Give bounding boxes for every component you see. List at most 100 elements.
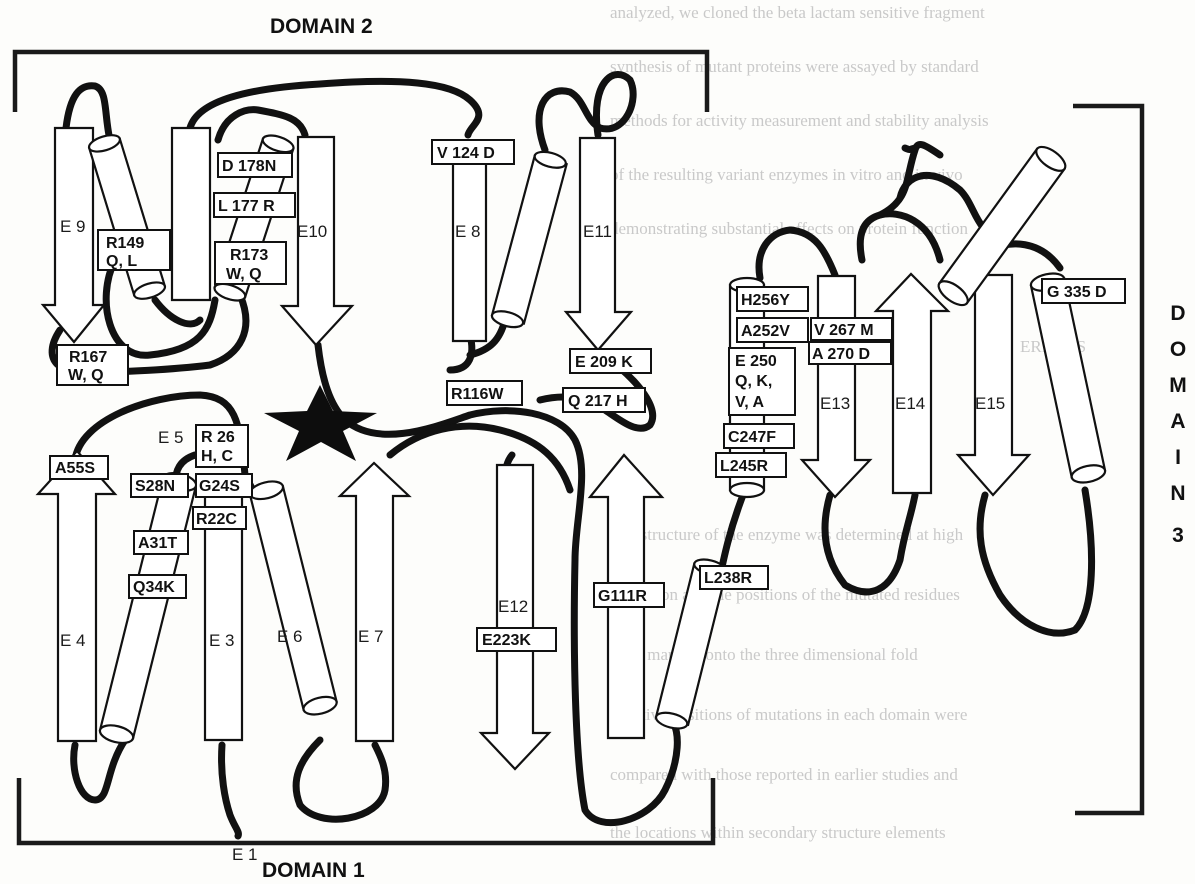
mutation-text: A 270 D [812,346,870,363]
domain3-letter: I [1175,446,1181,469]
mutation-line: R173 [230,247,268,264]
mutation-text: G111R [598,588,647,605]
strand-e-unlabeled-d2 [172,128,210,300]
strand-e15 [958,275,1029,495]
mutation-d178n: D 178N [218,153,292,177]
strand-label-e12: E12 [498,597,528,616]
strand-e8 [453,160,486,341]
mutation-q217h: Q 217 H [563,388,645,412]
strand-label-e7: E 7 [358,627,384,646]
domain3-letter: A [1170,410,1185,433]
mutation-q34k: Q34K [129,575,186,598]
mutation-text: A252V [741,323,790,340]
helix-r149 [87,132,167,302]
mutation-g24s: G24S [196,474,252,497]
mutation-l177r: L 177 R [214,193,295,217]
mutation-line: R149 [106,235,144,252]
strand-label-e13: E13 [820,394,850,413]
domain3-letter: D [1170,302,1185,325]
mutation-r22c: R22C [193,507,246,529]
active-site-star-icon [264,385,377,461]
strand-e11 [566,138,631,350]
mutation-text: V 267 M [814,322,874,339]
mutation-text: E 209 K [575,354,633,371]
mutation-g335d: G 335 D [1042,279,1125,303]
mutation-a31t: A31T [134,531,188,554]
helix-s28n [98,470,198,746]
domain3-letter: N [1170,482,1185,505]
mutation-line: W, Q [68,367,104,384]
mutation-line: W, Q [226,266,262,283]
mutation-text: D 178N [222,158,276,175]
strand-e4 [38,451,115,741]
mutation-a270d: A 270 D [809,342,891,364]
domain2-label: DOMAIN 2 [270,15,373,38]
strand-label-e14: E14 [895,394,925,413]
mutation-v124d: V 124 D [432,140,514,164]
mutation-e223k: E223K [477,628,556,651]
mutation-text: E223K [482,632,531,649]
mutation-text: H256Y [741,292,790,309]
helix-e6 [248,478,339,717]
domain3-letter: O [1170,338,1186,361]
mutation-r167: R167 W, Q [57,345,128,385]
mutation-r26: R 26 H, C [196,425,248,467]
mutation-text: R22C [196,511,237,528]
strand-e13 [802,276,870,497]
mutation-text: L 177 R [218,198,275,215]
mutation-a252v: A252V [737,318,808,342]
mutation-v267m: V 267 M [811,318,892,340]
domain3-label: D O M A I N 3 [1169,302,1187,547]
mutation-l245r: L245R [716,453,786,477]
mutation-s28n: S28N [131,474,188,497]
strand-label-e8: E 8 [455,222,481,241]
mutation-a55s: A55S [50,456,108,479]
mutation-e209k: E 209 K [570,349,651,373]
strand-label-e4: E 4 [60,631,86,650]
mutation-c247f: C247F [724,424,794,448]
domain3-letter: M [1169,374,1187,397]
mutation-e250: E 250 Q, K, V, A [729,348,795,415]
mutation-text: Q 217 H [568,393,628,410]
mutation-text: A31T [138,535,177,552]
mutation-line: V, A [735,394,765,411]
mutation-g111r: G111R [594,583,664,607]
mutation-text: R116W [451,386,504,403]
strand-e12 [481,465,549,769]
helix-e8-side [490,149,568,330]
strand-label-e5: E 5 [158,428,184,447]
mutation-text: A55S [55,460,95,477]
mutation-l238r: L238R [700,566,768,589]
mutation-line: R167 [69,349,107,366]
mutation-h256y: H256Y [737,287,808,311]
strand-e7 [340,463,409,741]
strand-label-e15: E15 [975,394,1005,413]
mutation-line: Q, L [106,253,137,270]
mutation-line: R 26 [201,429,235,446]
mutation-line: Q, K, [735,373,772,390]
strand-label-e10: E10 [297,222,327,241]
mutation-r149: R149 Q, L [98,230,170,270]
mutation-line: H, C [201,448,233,465]
strand-label-e1: E 1 [232,845,258,864]
strand-label-e6: E 6 [277,627,303,646]
mutation-text: V 124 D [437,145,495,162]
strand-label-e3: E 3 [209,631,235,650]
mutation-text: L245R [720,458,768,475]
mutation-r116w: R116W [447,381,522,405]
mutation-text: L238R [704,570,752,587]
domain1-label: DOMAIN 1 [262,859,365,882]
domain3-letter: 3 [1172,524,1184,547]
mutation-text: C247F [728,429,776,446]
mutation-text: G 335 D [1047,284,1107,301]
strand-e14 [876,274,948,493]
mutation-text: S28N [135,478,175,495]
strand-label-e11: E11 [583,222,612,241]
mutation-text: G24S [199,478,240,495]
mutation-line: E 250 [735,353,777,370]
strand-label-e9: E 9 [60,217,86,236]
mutation-r173: R173 W, Q [215,242,286,284]
mutation-text: Q34K [133,579,175,596]
